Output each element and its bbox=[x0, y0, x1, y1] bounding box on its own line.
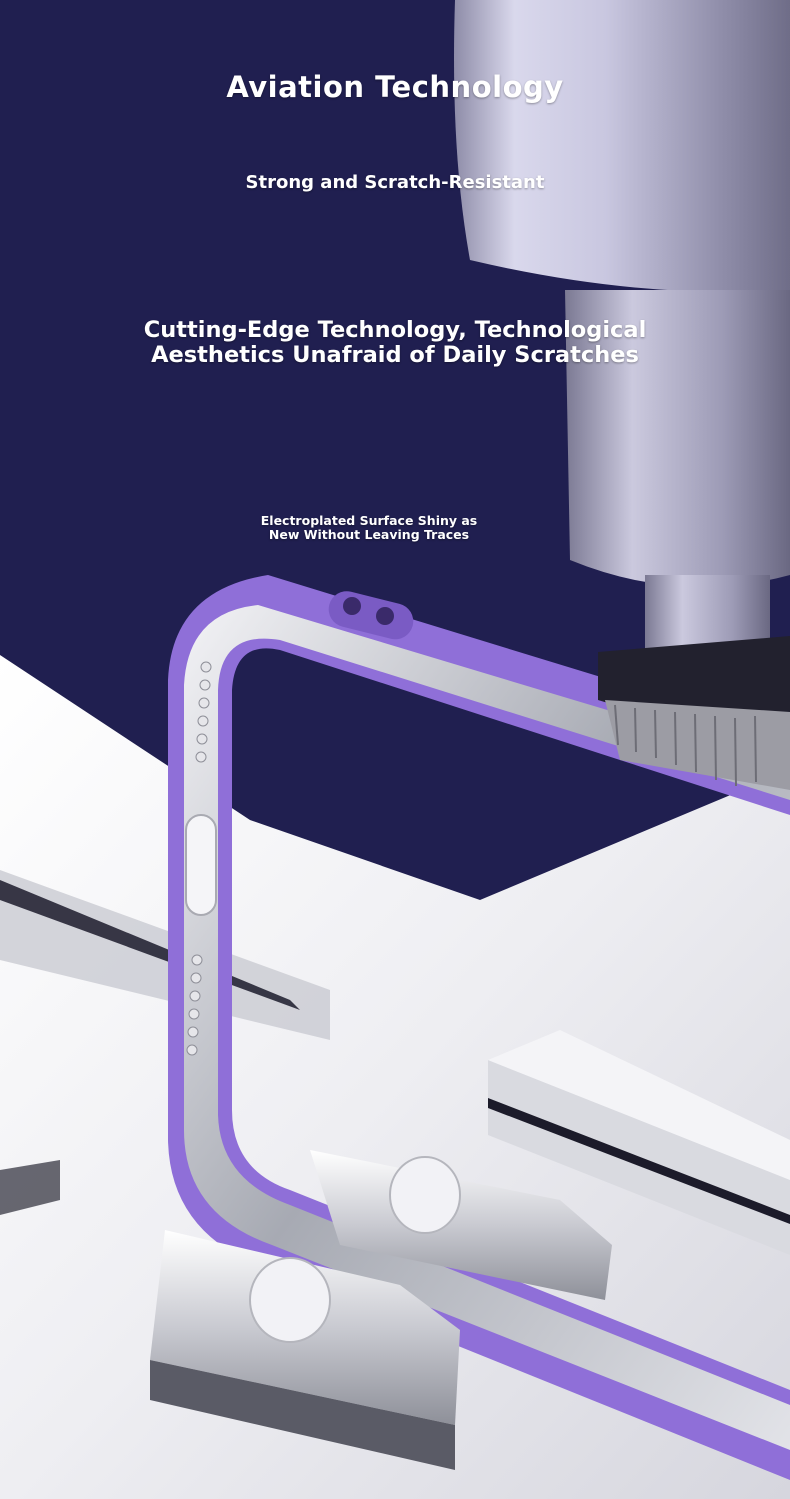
caption-line-1: Electroplated Surface Shiny as bbox=[260, 513, 478, 528]
polishing-tool-icon bbox=[454, 0, 790, 790]
page-title: Aviation Technology bbox=[226, 70, 564, 104]
caption-line-2: New Without Leaving Traces bbox=[268, 527, 470, 542]
caption: Electroplated Surface Shiny as New Witho… bbox=[0, 514, 764, 542]
page-subtitle: Strong and Scratch-Resistant bbox=[245, 172, 545, 193]
headline: Cutting-Edge Technology, Technological A… bbox=[0, 318, 790, 368]
headline-line-1: Cutting-Edge Technology, Technological bbox=[143, 317, 647, 343]
headline-line-2: Aesthetics Unafraid of Daily Scratches bbox=[151, 342, 639, 368]
